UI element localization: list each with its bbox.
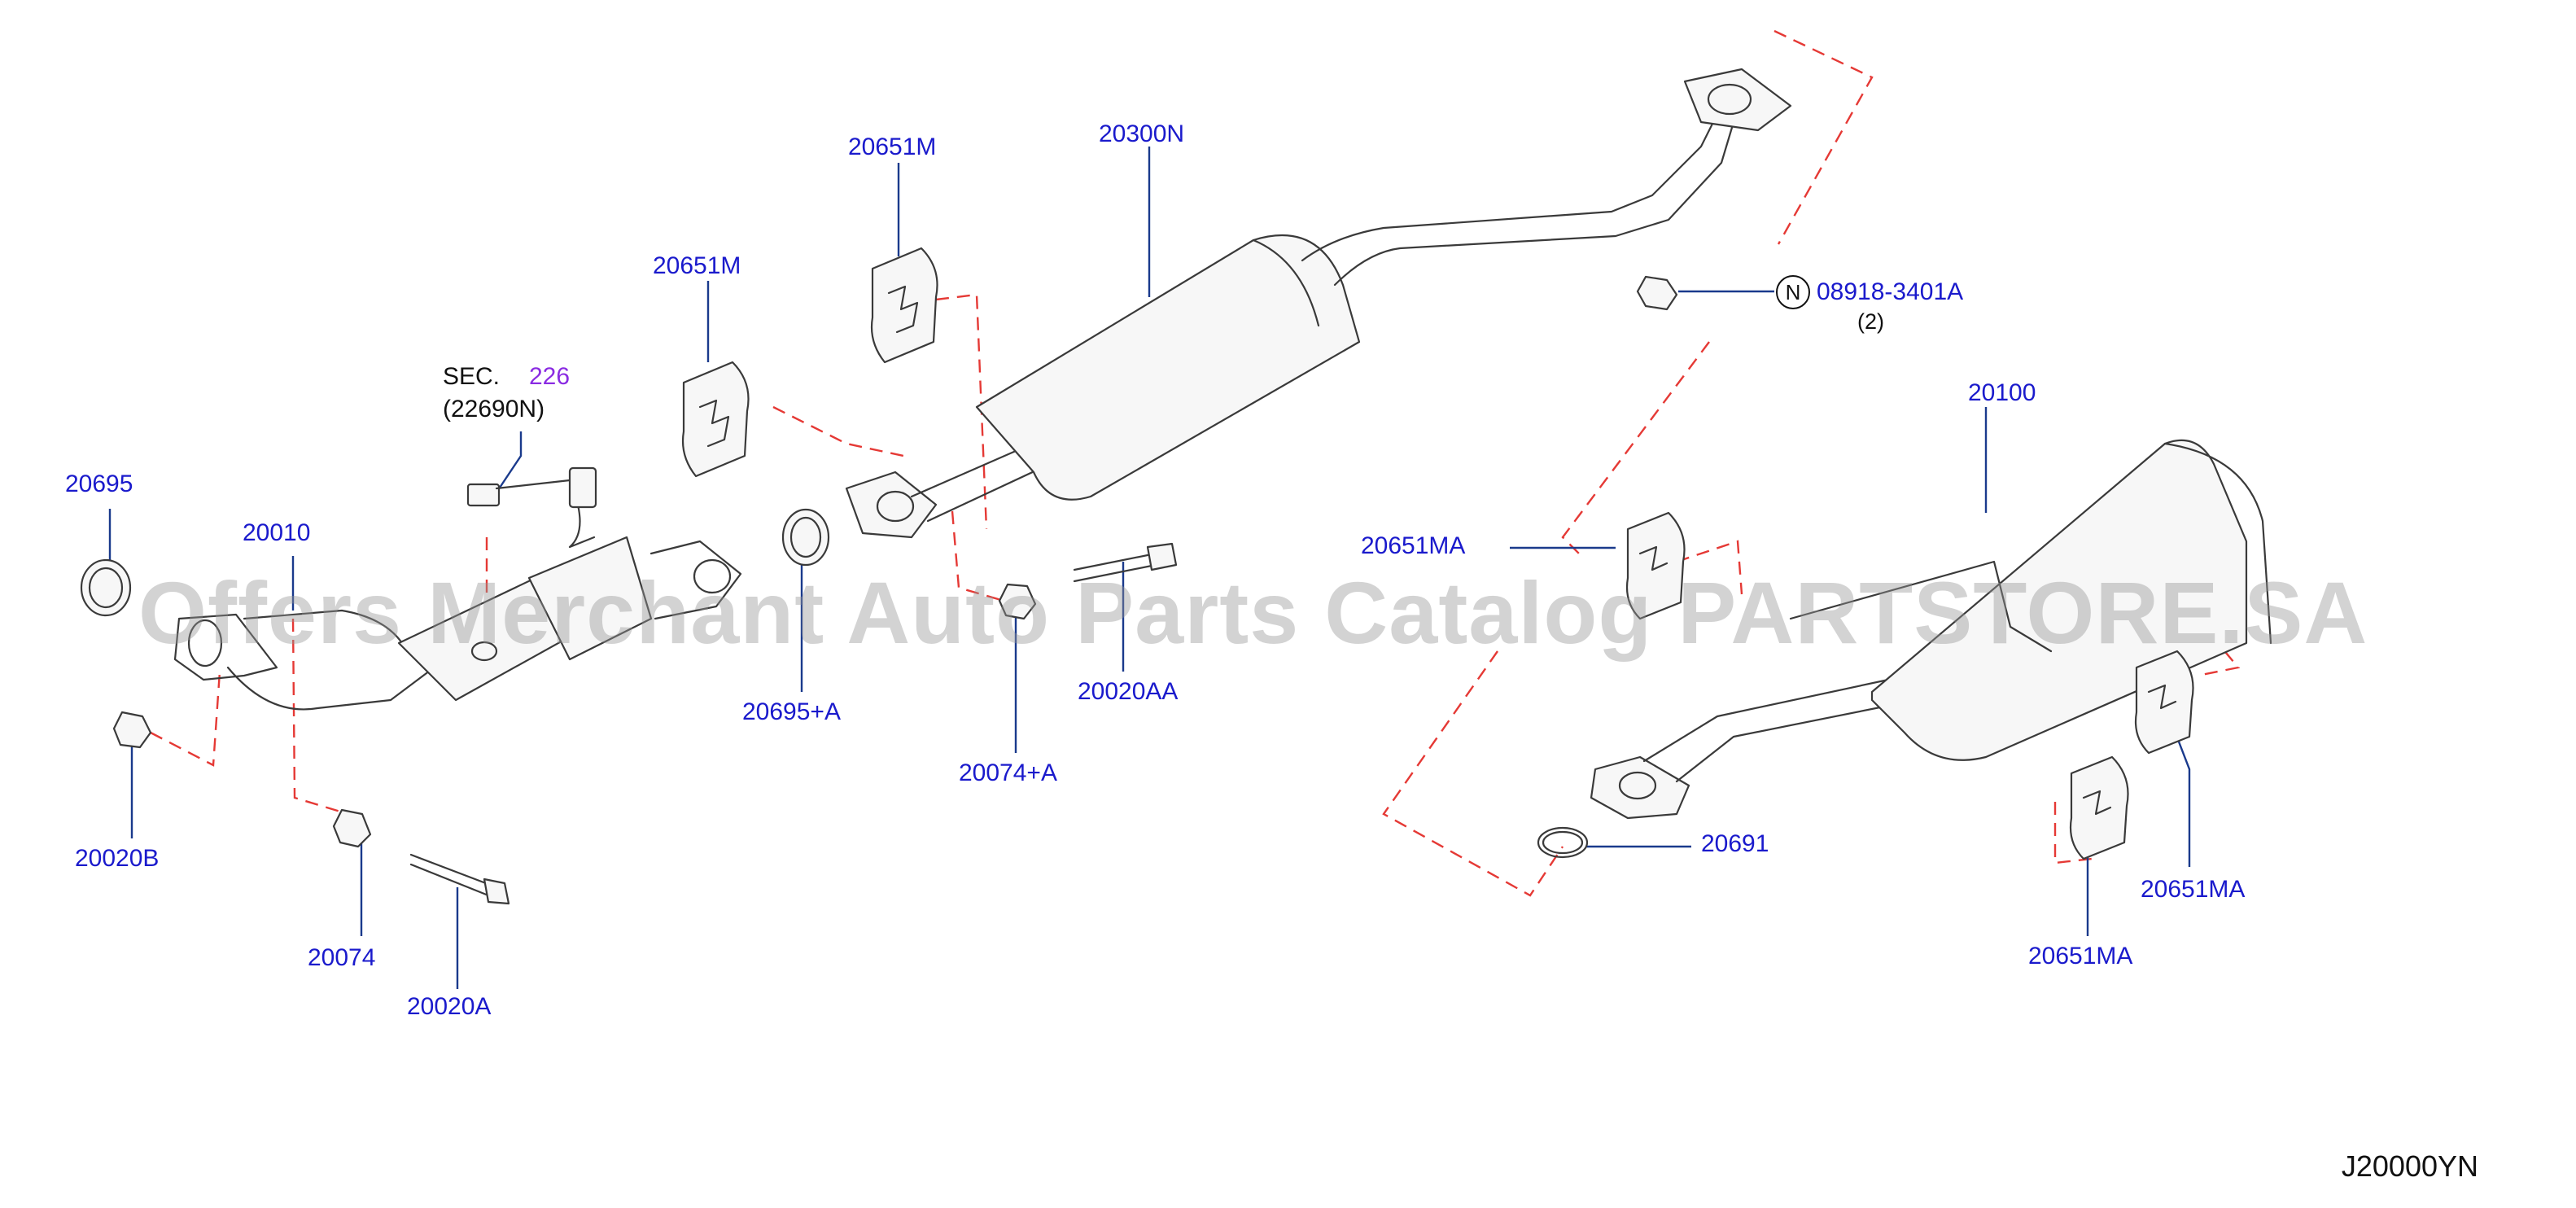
stud-bolt-20020AA: [1073, 542, 1178, 583]
leader-lines: [108, 147, 2191, 989]
nut-08918-3401A: [1636, 275, 1678, 311]
ring-gasket-20691: [1537, 826, 1589, 859]
label-20651MA-right[interactable]: 20651MA: [2141, 876, 2246, 903]
center-muffler-20300N: [845, 68, 1792, 539]
label-20074[interactable]: 20074: [308, 944, 376, 971]
label-20010[interactable]: 20010: [243, 519, 311, 546]
mounting-rubber-20651M-center: [870, 247, 938, 364]
label-20651M-left[interactable]: 20651M: [653, 252, 741, 279]
label-20074-A[interactable]: 20074+A: [959, 759, 1057, 786]
label-20691[interactable]: 20691: [1701, 830, 1769, 857]
assembly-guide-lines: [150, 29, 2241, 897]
nut-20074: [332, 808, 372, 848]
label-20100[interactable]: 20100: [1968, 379, 2036, 406]
stud-bolt-20020A: [409, 853, 510, 905]
oxygen-sensor: [466, 466, 597, 549]
section-reference: (22690N): [443, 396, 545, 422]
label-20695[interactable]: 20695: [65, 471, 133, 497]
label-20300N[interactable]: 20300N: [1099, 120, 1185, 147]
label-20651MA-upper[interactable]: 20651MA: [1361, 532, 1466, 559]
gasket-20695-A: [781, 508, 830, 567]
mounting-rubber-20651MA-right: [2134, 650, 2194, 755]
label-20020A[interactable]: 20020A: [407, 993, 492, 1020]
mounting-rubber-20651MA-upper: [1625, 511, 1686, 620]
quantity-2: (2): [1857, 309, 1884, 334]
label-20651M-center[interactable]: 20651M: [848, 133, 937, 160]
n-symbol: N: [1776, 275, 1810, 309]
label-20020B[interactable]: 20020B: [75, 845, 160, 872]
section-number-226[interactable]: 226: [529, 363, 571, 390]
section-label: SEC.: [443, 363, 501, 390]
mounting-rubber-20651M-left: [681, 361, 750, 478]
gasket-20695: [80, 558, 132, 617]
mounting-rubber-20651MA-lower: [2069, 755, 2129, 860]
nut-20020B: [112, 711, 152, 749]
diagram-code: J20000YN: [2341, 1149, 2478, 1183]
label-20695-A[interactable]: 20695+A: [742, 698, 841, 725]
label-20651MA-lower[interactable]: 20651MA: [2028, 943, 2133, 969]
front-tube-catalyst-20010: [173, 536, 742, 711]
label-20020AA[interactable]: 20020AA: [1078, 678, 1179, 705]
watermark-text: Offers Merchant Auto Parts Catalog PARTS…: [138, 563, 2368, 662]
nut-20074A: [998, 583, 1037, 620]
label-08918-3401A[interactable]: 08918-3401A: [1817, 278, 1964, 305]
